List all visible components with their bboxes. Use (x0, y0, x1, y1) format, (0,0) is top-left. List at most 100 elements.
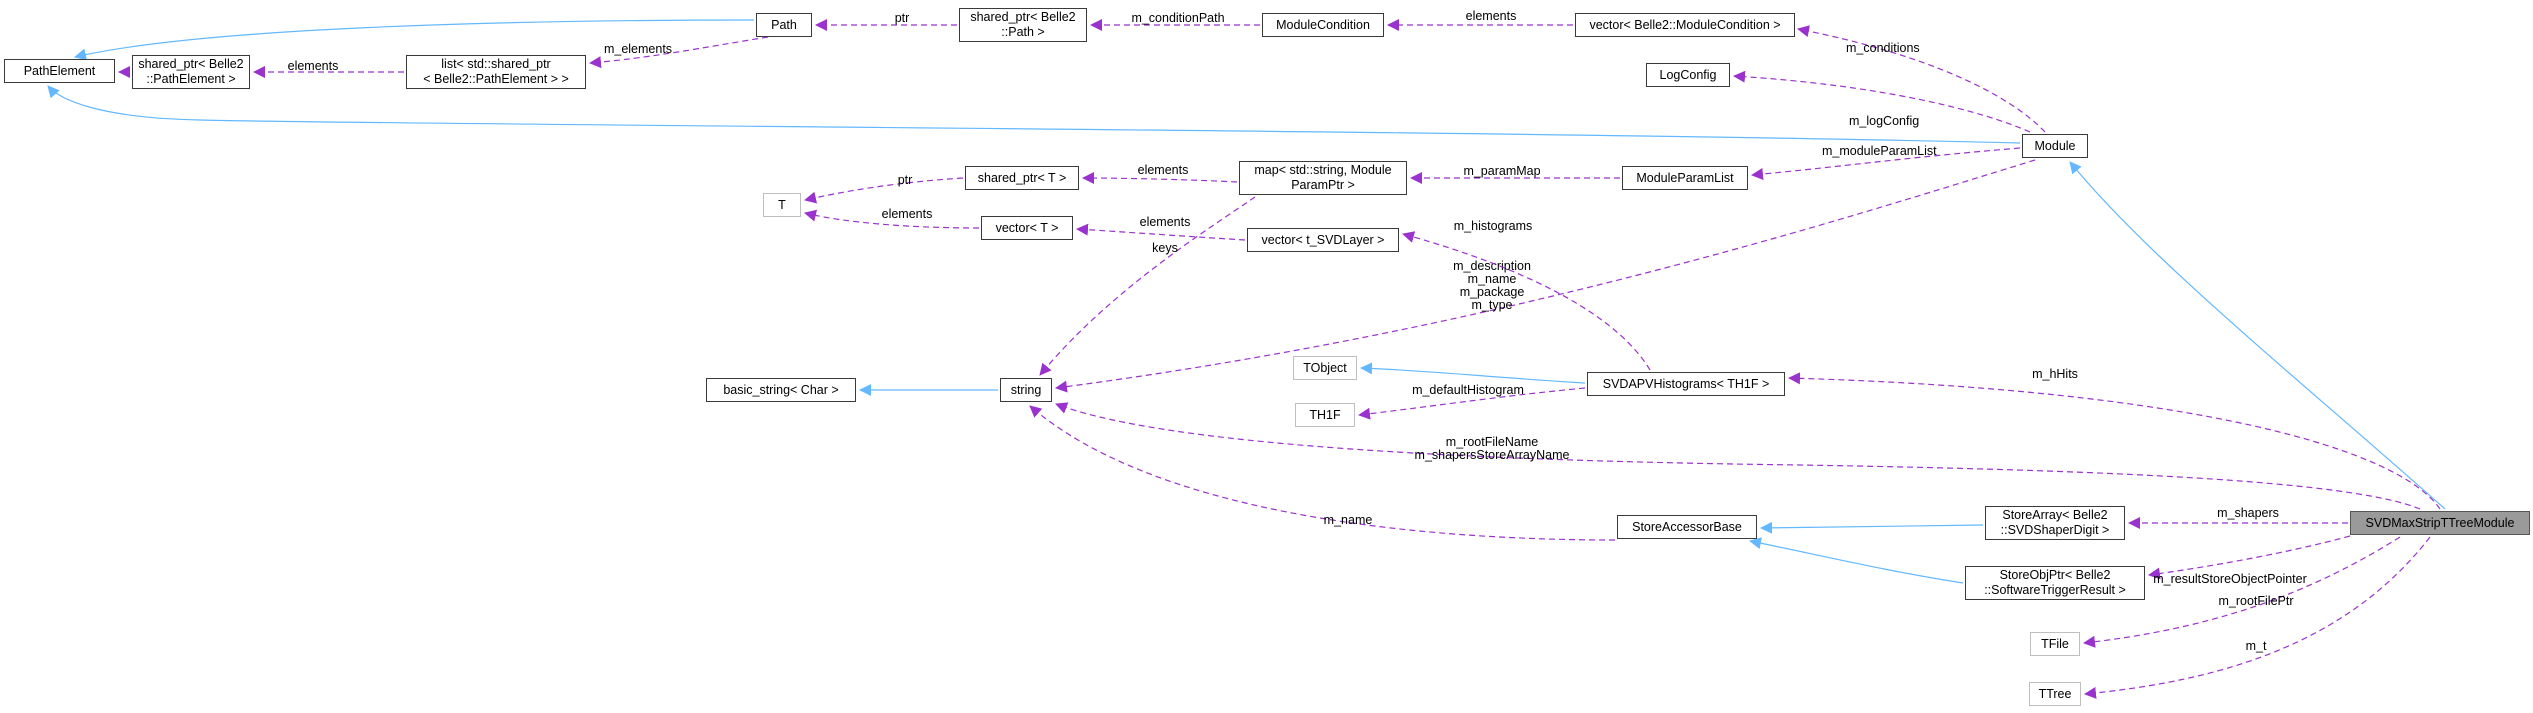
node-label-line: TFile (2041, 636, 2069, 651)
node-label-line: < Belle2::PathElement > > (423, 72, 569, 86)
edge-label: m_elements (604, 42, 672, 56)
node-label-line: ::SoftwareTriggerResult > (1984, 583, 2126, 597)
node-label-line: ModuleParamList (1636, 170, 1734, 185)
edge-label: elements (288, 59, 339, 73)
edge-label: m_logConfig (1849, 114, 1919, 128)
node-label-line: ::SVDShaperDigit > (2000, 523, 2110, 537)
usage-edge-SVDMaxStrip-to-TTree (2084, 536, 2431, 699)
usage-edge-VectorSVDLayer-to-VectorT (1076, 223, 1246, 241)
edge-label: m_t (2246, 639, 2267, 653)
usage-edge-MapParam-to-SharedPtrT (1082, 172, 1238, 185)
usage-edge-Module-to-String (1055, 159, 2036, 393)
node-shared-ptr-path-element[interactable]: shared_ptr< Belle2::PathElement > (132, 55, 250, 89)
node-label-line: StoreObjPtr< Belle2 (1999, 568, 2111, 582)
node-module[interactable]: Module (2022, 134, 2088, 158)
edge-label: m_histograms (1454, 219, 1533, 233)
node-shared-ptr-t[interactable]: shared_ptr< T > (965, 166, 1079, 190)
edge-label: m_name (1324, 513, 1373, 527)
node-tfile[interactable]: TFile (2030, 632, 2080, 656)
node-vector-module-condition[interactable]: vector< Belle2::ModuleCondition > (1575, 13, 1795, 37)
node-label-line: basic_string< Char > (723, 382, 839, 397)
edge-label: m_rootFilePtr (2218, 594, 2293, 608)
inheritance-edge-Module-to-PathElement (47, 85, 2021, 144)
node-svd-apv-histograms[interactable]: SVDAPVHistograms< TH1F > (1587, 372, 1785, 396)
node-label-line: ParamPtr > (1291, 178, 1355, 192)
usage-edge-StoreAccessorBase-to-String (1029, 405, 1616, 541)
usage-edge-SVDMaxStrip-to-SVDAPVHistograms (1788, 372, 2441, 510)
node-store-array[interactable]: StoreArray< Belle2::SVDShaperDigit > (1985, 506, 2125, 540)
edge-label: m_paramMap (1463, 164, 1540, 178)
usage-edge-SharedPtrT-to-T (804, 177, 964, 204)
node-label-line: ::Path > (1001, 25, 1045, 39)
node-list-shared-ptr[interactable]: list< std::shared_ptr< Belle2::PathEleme… (406, 55, 586, 89)
inheritance-edge-SVDAPVHistograms-to-TObject (1360, 362, 1586, 384)
usage-edge-SVDMaxStrip-to-StoreObjPtr (2148, 535, 2351, 580)
edge-label: m_package (1460, 285, 1525, 299)
node-label-line: ModuleCondition (1276, 17, 1370, 32)
edge-label: ptr (895, 11, 910, 25)
node-basic-string[interactable]: basic_string< Char > (706, 378, 856, 402)
node-t[interactable]: T (763, 193, 801, 217)
edge-label: m_resultStoreObjectPointer (2153, 572, 2307, 586)
node-label-line: TObject (1303, 360, 1347, 375)
edge-label: keys (1152, 241, 1178, 255)
node-log-config[interactable]: LogConfig (1646, 63, 1730, 87)
inheritance-edge-StoreArray-to-StoreAccessorBase (1760, 521, 1984, 534)
node-label-line: StoreArray< Belle2 (2002, 508, 2108, 522)
node-label-line: TH1F (1309, 407, 1341, 422)
usage-edge-Module-to-ModuleParamList (1751, 147, 2021, 180)
node-vector-svd-layer[interactable]: vector< t_SVDLayer > (1247, 228, 1399, 252)
usage-edge-SVDMaxStrip-to-String (1055, 402, 2421, 510)
usage-edge-SVDMaxStrip-to-TFile (2083, 536, 2401, 648)
node-label-line: map< std::string, Module (1254, 163, 1392, 177)
edge-label: m_moduleParamList (1822, 144, 1937, 158)
edge-label: m_hHits (2032, 367, 2078, 381)
node-label-line: shared_ptr< Belle2 (138, 57, 244, 71)
node-label-line: vector< T > (995, 220, 1059, 235)
node-label-line: ::PathElement > (146, 72, 236, 86)
usage-edge-Path-to-ListSharedPtr (589, 36, 769, 69)
node-label-line: string (1010, 382, 1042, 397)
node-label-line: Path (771, 17, 797, 32)
node-label-line: StoreAccessorBase (1632, 519, 1742, 534)
node-vector-t[interactable]: vector< T > (981, 216, 1073, 240)
edge-label: elements (1138, 163, 1189, 177)
edge-label: elements (1140, 215, 1191, 229)
node-label-line: T (778, 197, 786, 212)
node-label-line: vector< t_SVDLayer > (1261, 232, 1385, 247)
edge-label: elements (882, 207, 933, 221)
node-shared-ptr-path[interactable]: shared_ptr< Belle2::Path > (959, 8, 1087, 42)
node-module-condition[interactable]: ModuleCondition (1262, 13, 1384, 37)
edge-label: m_shapersStoreArrayName (1415, 448, 1570, 462)
node-label-line: shared_ptr< Belle2 (970, 10, 1076, 24)
node-label-line: vector< Belle2::ModuleCondition > (1589, 17, 1781, 32)
inheritance-edge-StoreObjPtr-to-StoreAccessorBase (1749, 537, 1964, 584)
node-svd-max-strip-ttree-module[interactable]: SVDMaxStripTTreeModule (2350, 511, 2530, 535)
usage-edge-VectorT-to-T (804, 209, 980, 229)
usage-edge-SVDAPVHistograms-to-VectorSVDLayer (1402, 231, 1651, 371)
node-store-obj-ptr[interactable]: StoreObjPtr< Belle2::SoftwareTriggerResu… (1965, 566, 2145, 600)
edge-label: elements (1466, 9, 1517, 23)
usage-edge-MapParam-to-String (1039, 196, 1256, 376)
node-store-accessor-base[interactable]: StoreAccessorBase (1617, 515, 1757, 539)
edge-label: m_type (1472, 298, 1513, 312)
node-module-param-list[interactable]: ModuleParamList (1622, 166, 1748, 190)
node-path[interactable]: Path (756, 13, 812, 37)
edge-label: m_conditionPath (1131, 11, 1224, 25)
node-label-line: SVDMaxStripTTreeModule (2365, 515, 2515, 530)
node-th1f[interactable]: TH1F (1295, 403, 1355, 427)
node-label-line: list< std::shared_ptr (441, 57, 551, 71)
usage-edge-SVDAPVHistograms-to-TH1F (1358, 387, 1586, 420)
node-path-element[interactable]: PathElement (4, 59, 115, 83)
node-label-line: TTree (2038, 686, 2072, 701)
edge-label: m_conditions (1846, 41, 1920, 55)
edge-label: m_defaultHistogram (1412, 383, 1524, 397)
node-label-line: Module (2034, 138, 2076, 153)
node-ttree[interactable]: TTree (2029, 682, 2081, 706)
usage-edge-Module-to-VectorModuleCondition (1797, 25, 2046, 133)
node-label-line: shared_ptr< T > (977, 170, 1067, 185)
node-string[interactable]: string (1000, 378, 1052, 402)
node-tobject[interactable]: TObject (1293, 356, 1357, 380)
